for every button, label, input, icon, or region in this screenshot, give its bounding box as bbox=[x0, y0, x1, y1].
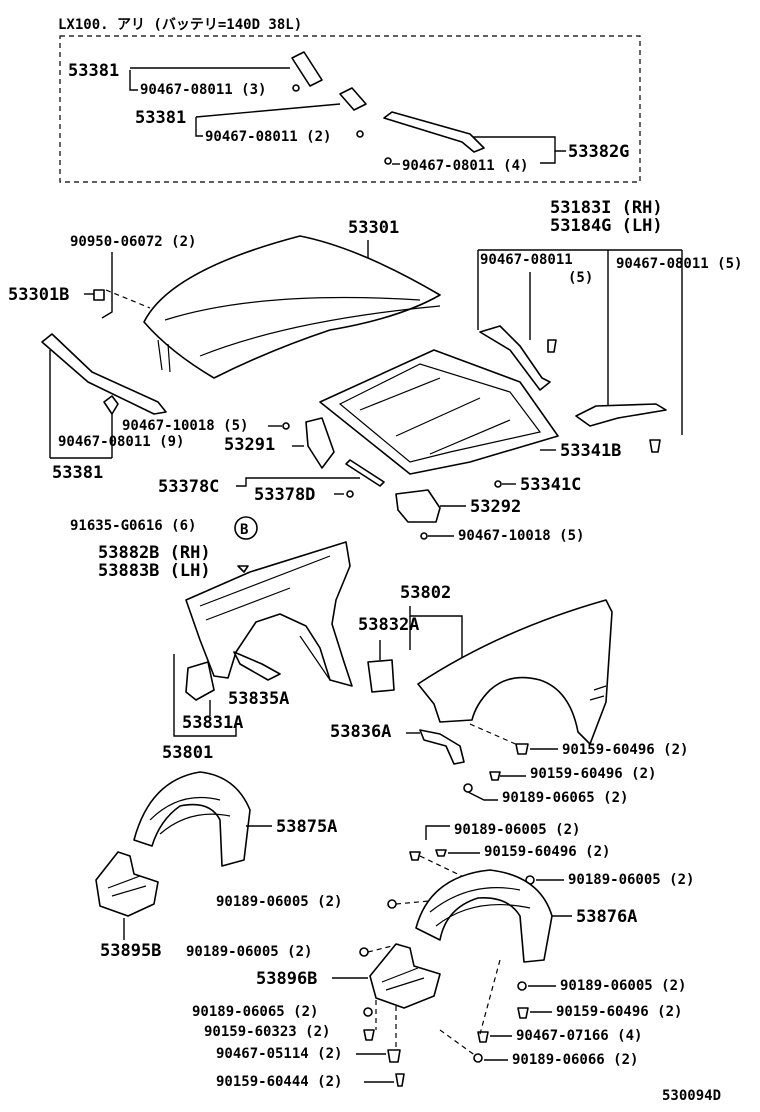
footer-code: 530094D bbox=[662, 1088, 721, 1104]
brace-part-small-1 bbox=[291, 51, 323, 87]
label-53802: 53802 bbox=[400, 583, 451, 603]
splash-53895b bbox=[95, 851, 159, 917]
label-53381-top: 53381 bbox=[68, 61, 119, 81]
label-bolt-2: 90467-08011 (2) bbox=[205, 129, 331, 145]
support-rod bbox=[345, 459, 385, 487]
label-s05114: 90467-05114 (2) bbox=[216, 1046, 342, 1062]
label-s06065b: 90189-06065 (2) bbox=[192, 1004, 318, 1020]
label-bolt-10018a: 90467-10018 (5) bbox=[122, 418, 248, 434]
bracket-53836a bbox=[419, 729, 465, 765]
label-90950: 90950-06072 (2) bbox=[70, 234, 196, 250]
label-53301: 53301 bbox=[348, 218, 399, 238]
label-53801: 53801 bbox=[162, 743, 213, 763]
hood-bumper-part bbox=[93, 289, 105, 301]
label-53882b: 53882B (RH) bbox=[98, 543, 211, 563]
hood-insulator bbox=[319, 349, 559, 475]
hinge-lh bbox=[575, 403, 667, 427]
label-53883b: 53883B (LH) bbox=[98, 561, 211, 581]
option-box bbox=[59, 35, 641, 183]
label-53292: 53292 bbox=[470, 497, 521, 517]
label-53875a: 53875A bbox=[276, 817, 337, 837]
label-s06005c: 90189-06005 (2) bbox=[216, 894, 342, 910]
header-note: LX100. アリ (バッテリ=140D 38L) bbox=[58, 17, 302, 33]
hood-panel bbox=[143, 235, 441, 379]
label-bolt-5b: 90467-08011 (5) bbox=[616, 256, 742, 272]
bracket-53832a bbox=[367, 659, 395, 693]
label-53341b: 53341B bbox=[560, 441, 621, 461]
label-53341c: 53341C bbox=[520, 475, 581, 495]
bracket-53835a bbox=[233, 651, 281, 681]
label-s60496d: 90159-60496 (2) bbox=[556, 1004, 682, 1020]
label-53836a: 53836A bbox=[330, 722, 391, 742]
label-53382g: 53382G bbox=[568, 142, 629, 162]
label-s60496a: 90159-60496 (2) bbox=[562, 742, 688, 758]
label-53183i: 53183I (RH) bbox=[550, 198, 663, 218]
splash-53896b bbox=[369, 943, 441, 1009]
label-s06005e: 90189-06005 (2) bbox=[560, 978, 686, 994]
hood-brace-left bbox=[41, 333, 167, 415]
hinge-rh bbox=[479, 325, 551, 391]
liner-53876a bbox=[415, 869, 553, 963]
liner-53875a bbox=[133, 771, 251, 867]
label-53291: 53291 bbox=[224, 435, 275, 455]
label-53378d: 53378D bbox=[254, 485, 315, 505]
label-53381-left: 53381 bbox=[52, 463, 103, 483]
label-53378c: 53378C bbox=[158, 477, 219, 497]
label-53831a: 53831A bbox=[182, 713, 243, 733]
label-bolt-5a: 90467-08011 bbox=[480, 252, 573, 268]
label-53896b: 53896B bbox=[256, 969, 317, 989]
label-53381-mid: 53381 bbox=[135, 108, 186, 128]
label-s60444: 90159-60444 (2) bbox=[216, 1074, 342, 1090]
label-s60323: 90159-60323 (2) bbox=[204, 1024, 330, 1040]
label-s06005b: 90189-06005 (2) bbox=[568, 872, 694, 888]
label-s06066: 90189-06066 (2) bbox=[512, 1052, 638, 1068]
label-bolt-4: 90467-08011 (4) bbox=[402, 158, 528, 174]
hood-lock bbox=[305, 417, 335, 469]
label-s06065a: 90189-06065 (2) bbox=[502, 790, 628, 806]
label-s06005a: 90189-06005 (2) bbox=[454, 822, 580, 838]
bracket-53831a bbox=[185, 661, 215, 701]
callout-b bbox=[234, 516, 258, 540]
label-53301b: 53301B bbox=[8, 285, 69, 305]
brace-part-long bbox=[383, 111, 485, 153]
label-53184g: 53184G (LH) bbox=[550, 216, 663, 236]
callout-b-letter: B bbox=[240, 522, 248, 538]
label-53876a: 53876A bbox=[576, 907, 637, 927]
label-s60496c: 90159-60496 (2) bbox=[484, 844, 610, 860]
label-s06005d: 90189-06005 (2) bbox=[186, 944, 312, 960]
label-53832a: 53832A bbox=[358, 615, 419, 635]
label-s07166: 90467-07166 (4) bbox=[516, 1028, 642, 1044]
label-53895b: 53895B bbox=[100, 941, 161, 961]
label-53835a: 53835A bbox=[228, 689, 289, 709]
latch-bracket bbox=[395, 489, 441, 523]
label-bolt-5a-qty: (5) bbox=[568, 270, 593, 286]
fender-right bbox=[417, 599, 613, 745]
label-bolt-3: 90467-08011 (3) bbox=[140, 82, 266, 98]
fender-left bbox=[185, 541, 353, 687]
label-91635: 91635-G0616 (6) bbox=[70, 518, 196, 534]
brace-part-small-2 bbox=[339, 87, 367, 111]
label-bolt-10018b: 90467-10018 (5) bbox=[458, 528, 584, 544]
label-s60496b: 90159-60496 (2) bbox=[530, 766, 656, 782]
label-bolt-9: 90467-08011 (9) bbox=[58, 434, 184, 450]
